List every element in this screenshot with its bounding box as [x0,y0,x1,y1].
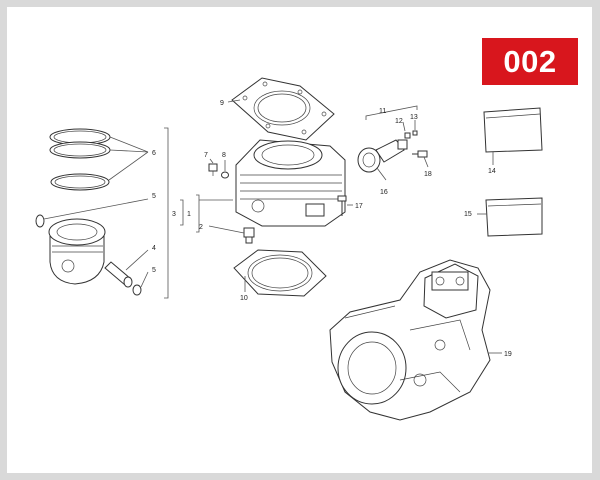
callout-7: 7 [204,152,208,159]
piston [48,218,106,285]
callout-14: 14 [488,168,496,175]
circlip-upper [35,214,45,228]
screw-13 [412,130,418,136]
bolt-18 [412,150,428,158]
parts-bag-14 [483,107,543,153]
callout-12: 12 [395,118,403,125]
engine-assembly [329,259,491,421]
circlip-lower [132,284,142,296]
bolt-17 [337,195,347,216]
piston-rings [49,128,111,191]
callout-4: 4 [152,245,156,252]
base-gasket [233,249,327,297]
callout-10: 10 [240,295,248,302]
washer-8 [221,171,229,179]
callout-18: 18 [424,171,432,178]
screw-7 [208,163,218,176]
callout-16: 16 [380,189,388,196]
callout-17: 17 [355,203,363,210]
callout-1: 1 [187,211,191,218]
fitting-2 [243,227,255,244]
head-gasket [231,77,335,141]
callout-3: 3 [172,211,176,218]
piston-pin [104,261,133,288]
cylinder [235,139,346,227]
callout-15: 15 [464,211,472,218]
callout-8: 8 [222,152,226,159]
o-ring-12 [404,132,411,139]
callout-6: 6 [152,150,156,157]
callout-9: 9 [220,100,224,107]
callout-5-lower: 5 [152,267,156,274]
callout-11: 11 [379,108,386,115]
callout-2: 2 [199,224,203,231]
parts-bag-15 [485,197,543,237]
page-code-badge: 002 [482,38,578,85]
callout-5-upper: 5 [152,193,156,200]
callout-19: 19 [504,351,512,358]
chain-tensioner [357,139,408,173]
callout-13: 13 [410,114,418,121]
